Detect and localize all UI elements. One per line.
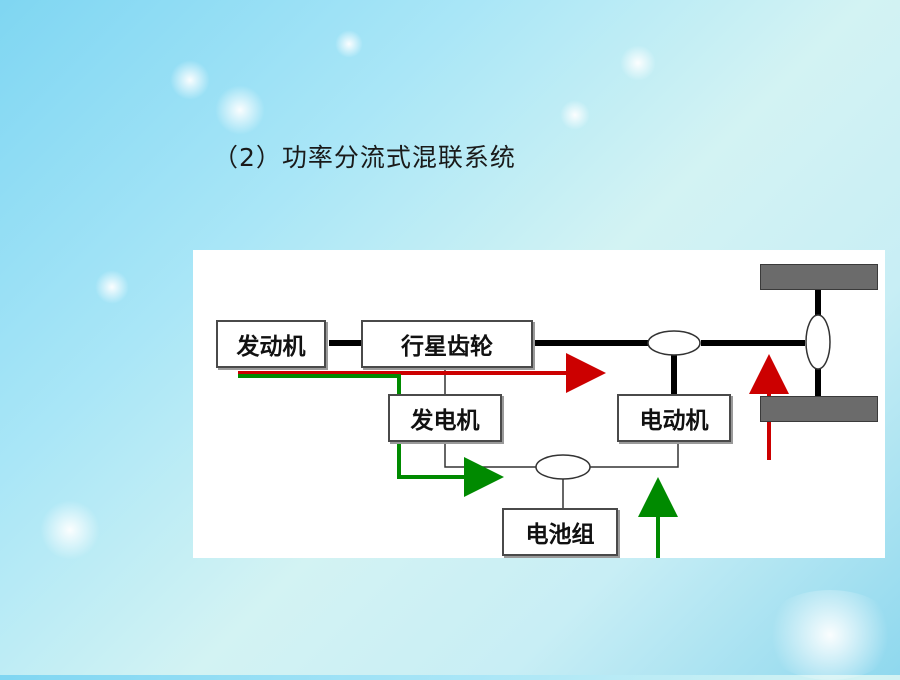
diagram-connections [238,286,831,558]
background-sparkle [620,45,656,81]
generator-box: 发电机 [388,394,502,442]
planetary-gear-box: 行星齿轮 [361,320,533,368]
motor-box: 电动机 [617,394,731,442]
background-sparkle [215,85,265,135]
slide-title: （2）功率分流式混联系统 [213,143,516,172]
wire-generator-to-junction [444,442,536,468]
engine-box: 发动机 [216,320,326,368]
wheel-top [760,264,878,290]
background-sparkle [40,500,100,560]
battery-box: 电池组 [502,508,618,556]
power-split-hybrid-diagram: 发动机 行星齿轮 发电机 电动机 电池组 [193,250,885,558]
background-sparkle [760,590,900,680]
electric-junction-ellipse [535,454,591,480]
background-sparkle [335,30,363,58]
background-sparkle [170,60,210,100]
background-sparkle [560,100,590,130]
differential-ellipse [805,314,831,370]
wire-junction-to-motor [590,442,679,468]
wheel-bottom [760,396,878,422]
power-coupler-ellipse [647,330,701,356]
background-sparkle [95,270,129,304]
